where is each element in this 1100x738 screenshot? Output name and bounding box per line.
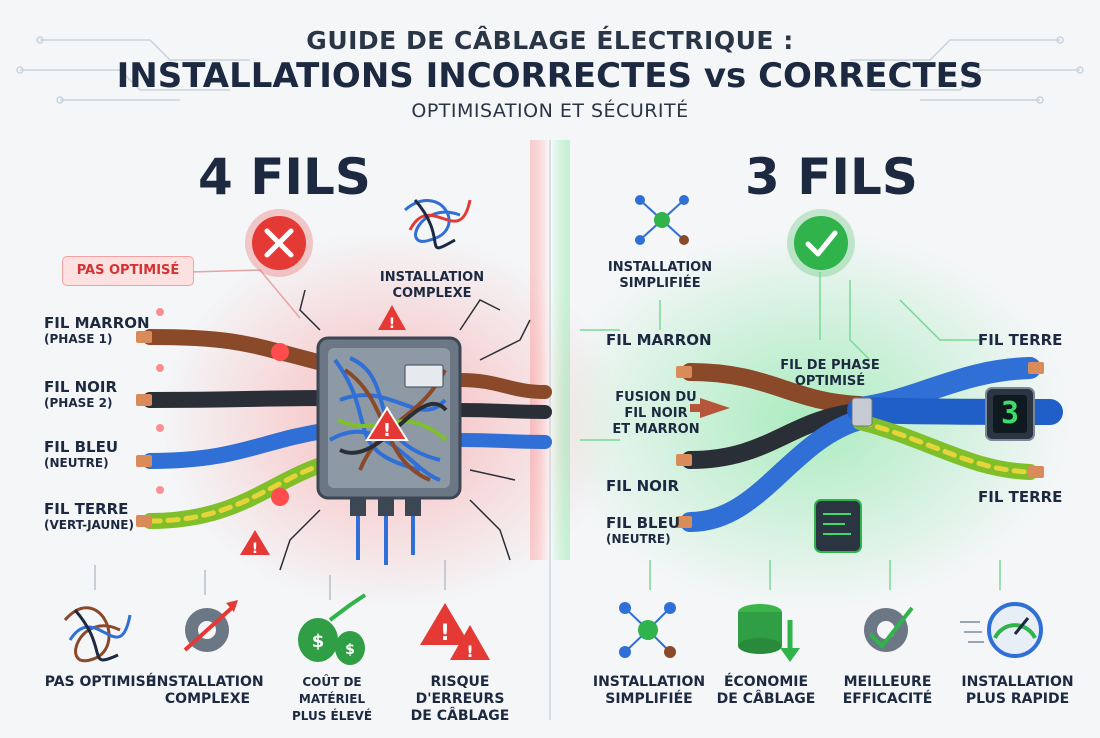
svg-text:$: $ (312, 631, 325, 652)
network-node-icon (635, 195, 689, 245)
warning-icon: ! ! (420, 603, 490, 661)
check-icon (787, 209, 855, 277)
circuit-traces (16, 36, 1084, 104)
junction-box-icon: ! (316, 336, 462, 565)
counter-display (985, 387, 1035, 441)
right-fil-terre-bottom-label: FIL TERRE (978, 488, 1063, 506)
right-fil-marron-label: FIL MARRON (606, 331, 712, 349)
not-optimized-badge: PAS OPTIMISÉ (62, 256, 194, 286)
left-bottom-item: PAS OPTIMISÉ (44, 674, 156, 690)
wire-label-bleu: FIL BLEU(NEUTRE) (44, 438, 119, 470)
tangled-wire-icon (63, 606, 132, 663)
gear-arrow-icon (864, 606, 914, 652)
svg-text:!: ! (252, 541, 258, 557)
svg-text:$: $ (345, 642, 355, 658)
left-wires (142, 329, 552, 529)
guide-subtitle: OPTIMISATION ET SÉCURITÉ (411, 100, 689, 122)
cable-spool-icon (738, 604, 800, 662)
wire-label-noir: FIL NOIR(PHASE 2) (44, 378, 118, 410)
speed-gauge-icon (960, 602, 1043, 658)
svg-text:!: ! (383, 420, 391, 441)
wire-label-terre: FIL TERRE(VERT-JAUNE) (44, 500, 134, 532)
cross-icon (245, 209, 313, 277)
gear-arrow-icon (183, 600, 238, 652)
right-fil-terre-top-label: FIL TERRE (978, 331, 1063, 349)
left-heading: 4 FILS (198, 148, 371, 206)
tangled-wire-icon (404, 199, 472, 250)
svg-text:!: ! (440, 621, 450, 646)
guide-title: GUIDE DE CÂBLAGE ÉLECTRIQUE : (306, 26, 794, 55)
wire-label-marron: FIL MARRON(PHASE 1) (44, 314, 150, 346)
guide-heading: INSTALLATIONS INCORRECTES vs CORRECTES (116, 56, 984, 96)
warning-icon: ! ! (240, 305, 406, 557)
counter-value: 3 (1000, 396, 1020, 431)
right-fil-noir-label: FIL NOIR (606, 477, 680, 495)
network-node-icon (619, 602, 676, 658)
money-bag-icon: $ $ (298, 593, 367, 665)
svg-text:!: ! (466, 642, 473, 661)
svg-text:!: ! (389, 316, 395, 332)
right-fil-bleu-label: FIL BLEU(NEUTRE) (606, 514, 681, 546)
control-module-icon (814, 499, 862, 553)
right-heading: 3 FILS (745, 148, 918, 206)
